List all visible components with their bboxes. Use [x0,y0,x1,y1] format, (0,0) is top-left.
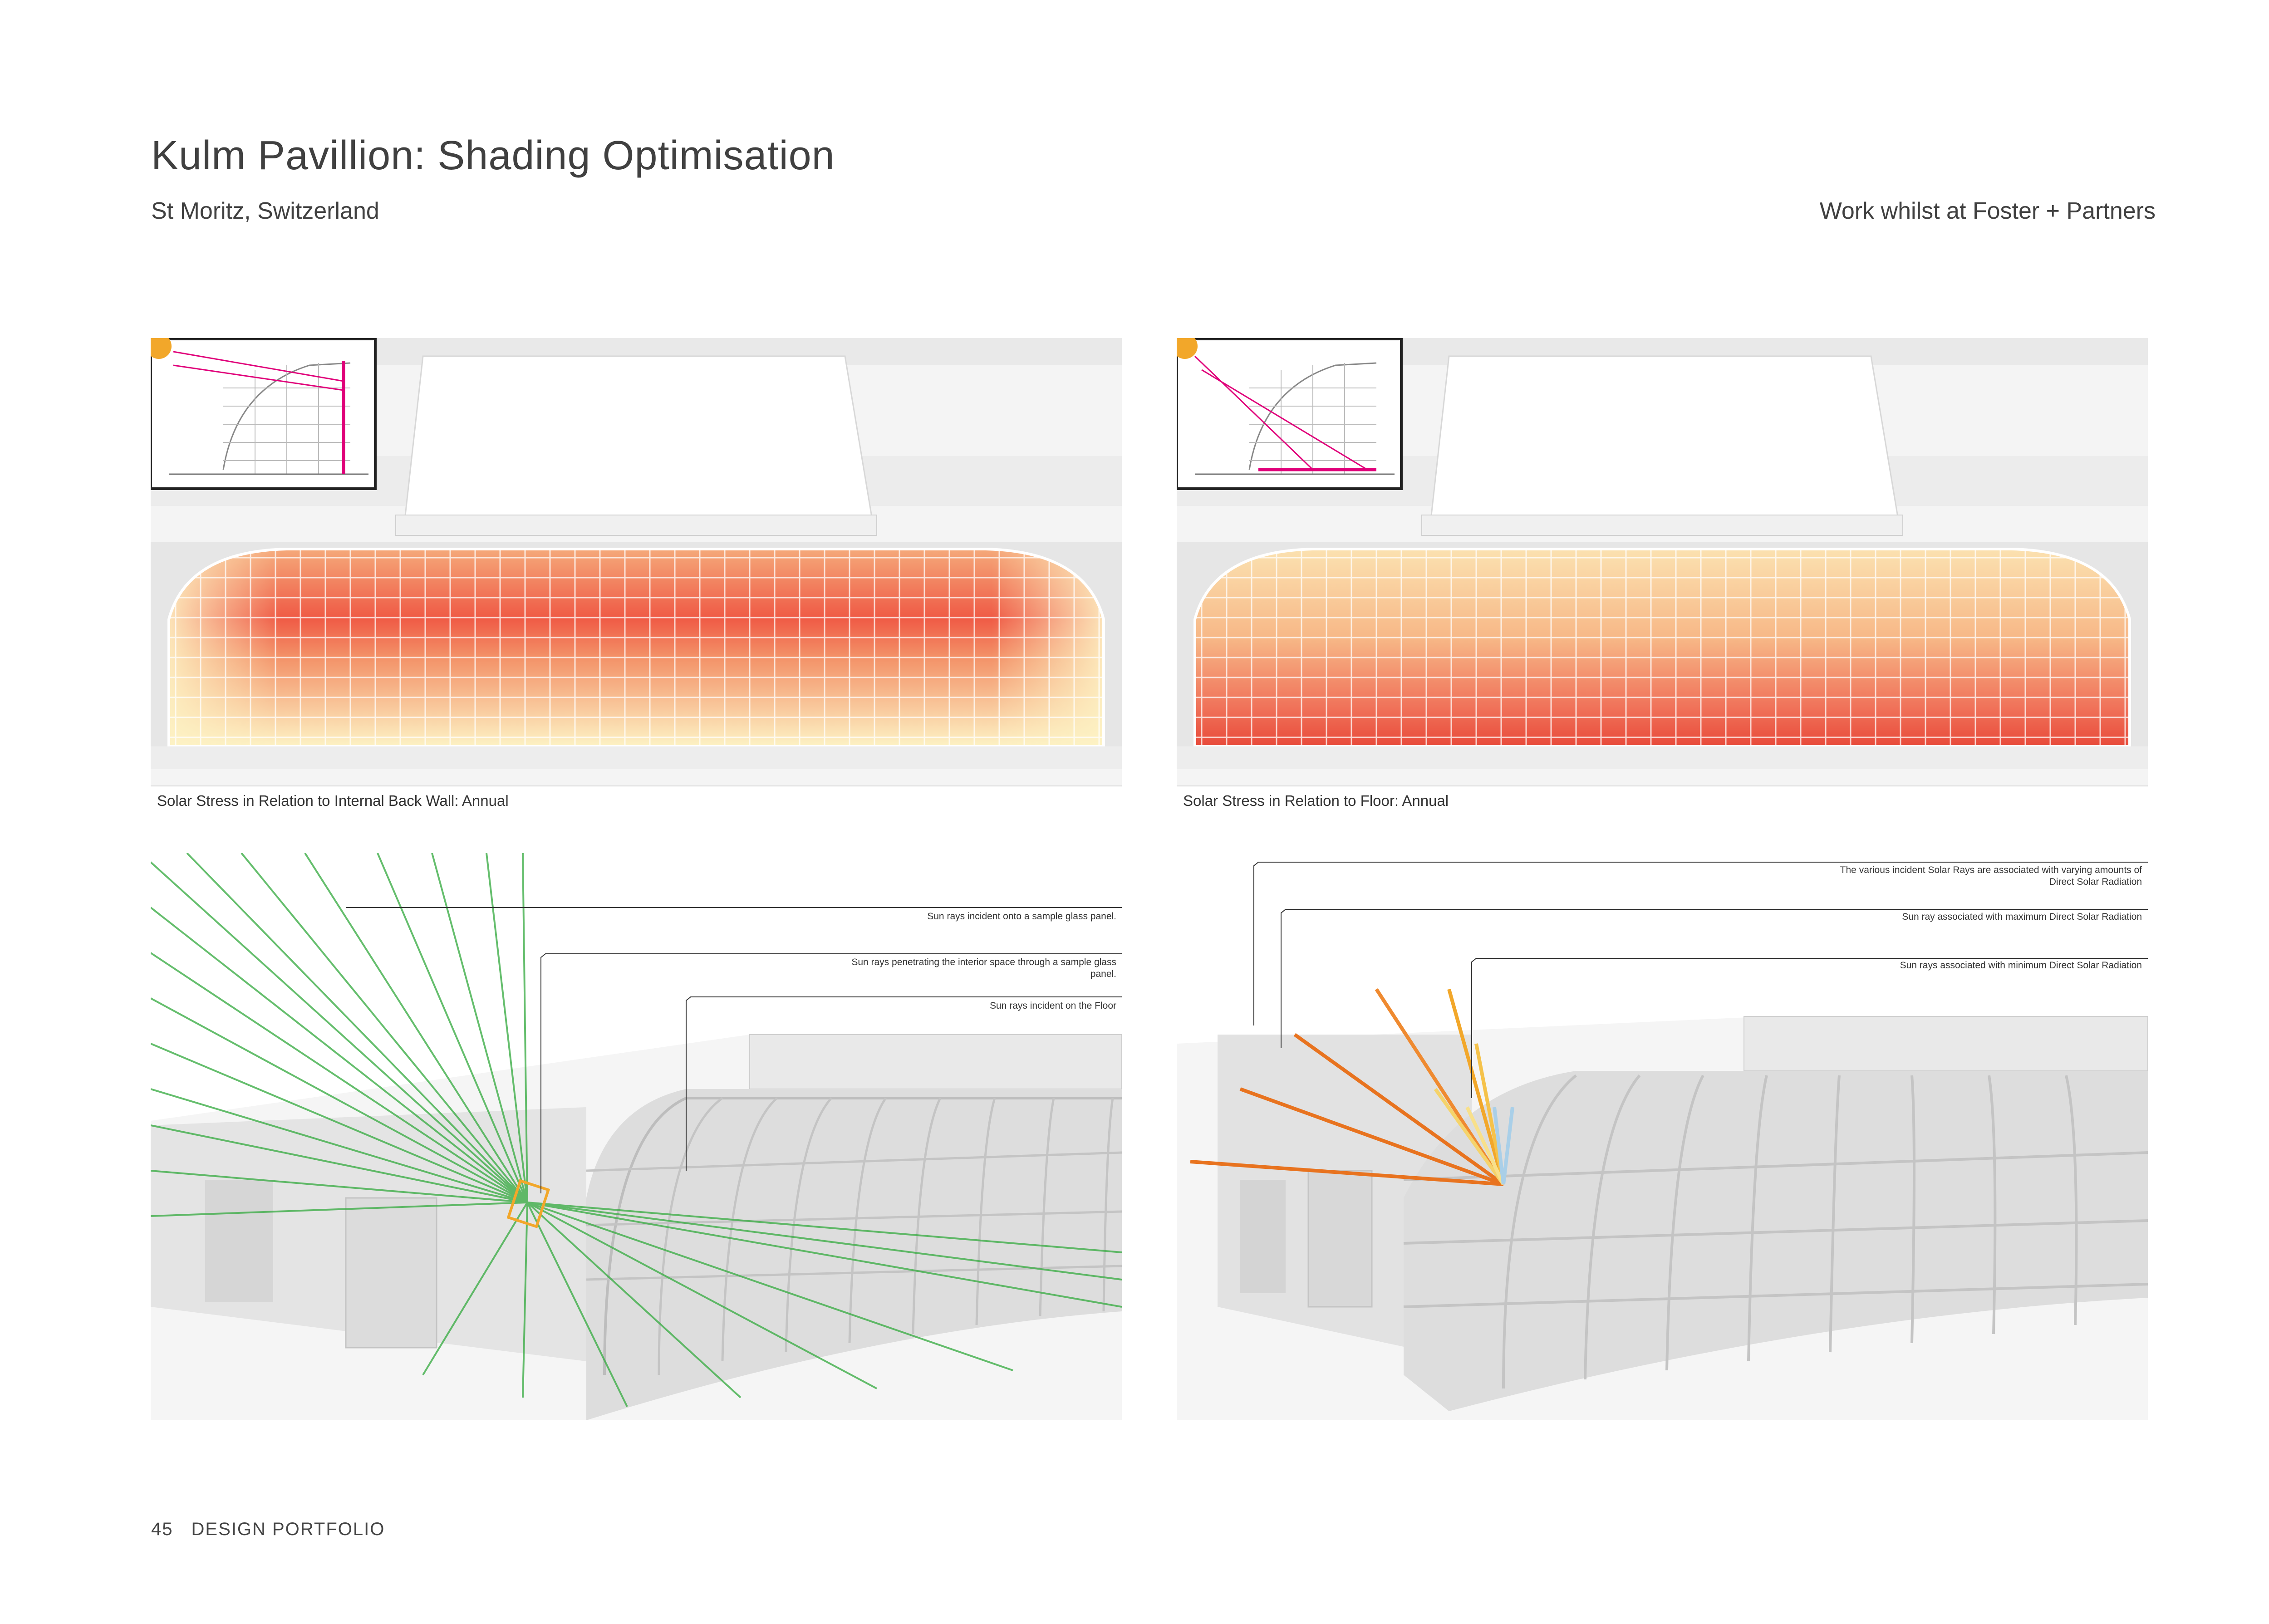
annotation-varying-radiation: The various incident Solar Rays are asso… [1840,865,2142,887]
sun-ray-render-svg [151,853,1122,1420]
annotation-min-radiation: Sun rays associated with minimum Direct … [1900,960,2142,971]
portfolio-label: DESIGN PORTFOLIO [191,1519,385,1539]
solar-stress-floor-render [1177,338,2148,786]
sun-ray-analysis-render [151,853,1122,1420]
page-title: Kulm Pavillion: Shading Optimisation [151,133,835,178]
annotation-penetrating-rays: Sun rays penetrating the interior space … [851,957,1116,979]
solar-radiation-rays-render [1177,853,2148,1420]
floor-render-svg [1177,338,2148,786]
annotation-floor-rays: Sun rays incident on the Floor [990,1001,1116,1011]
radiation-rays-render-svg [1177,853,2148,1420]
caption-floor: Solar Stress in Relation to Floor: Annua… [1183,792,1449,809]
work-credit: Work whilst at Foster + Partners [1819,198,2156,224]
annotation-sample-panel: Sun rays incident onto a sample glass pa… [927,911,1116,922]
solar-stress-back-wall-render [151,338,1122,786]
caption-back-wall: Solar Stress in Relation to Internal Bac… [157,792,509,809]
annotation-max-radiation: Sun ray associated with maximum Direct S… [1902,912,2142,922]
back-wall-render-svg [151,338,1122,786]
page-number: 45 [151,1519,173,1539]
project-location: St Moritz, Switzerland [151,198,379,224]
page-footer: 45 DESIGN PORTFOLIO [151,1519,403,1540]
